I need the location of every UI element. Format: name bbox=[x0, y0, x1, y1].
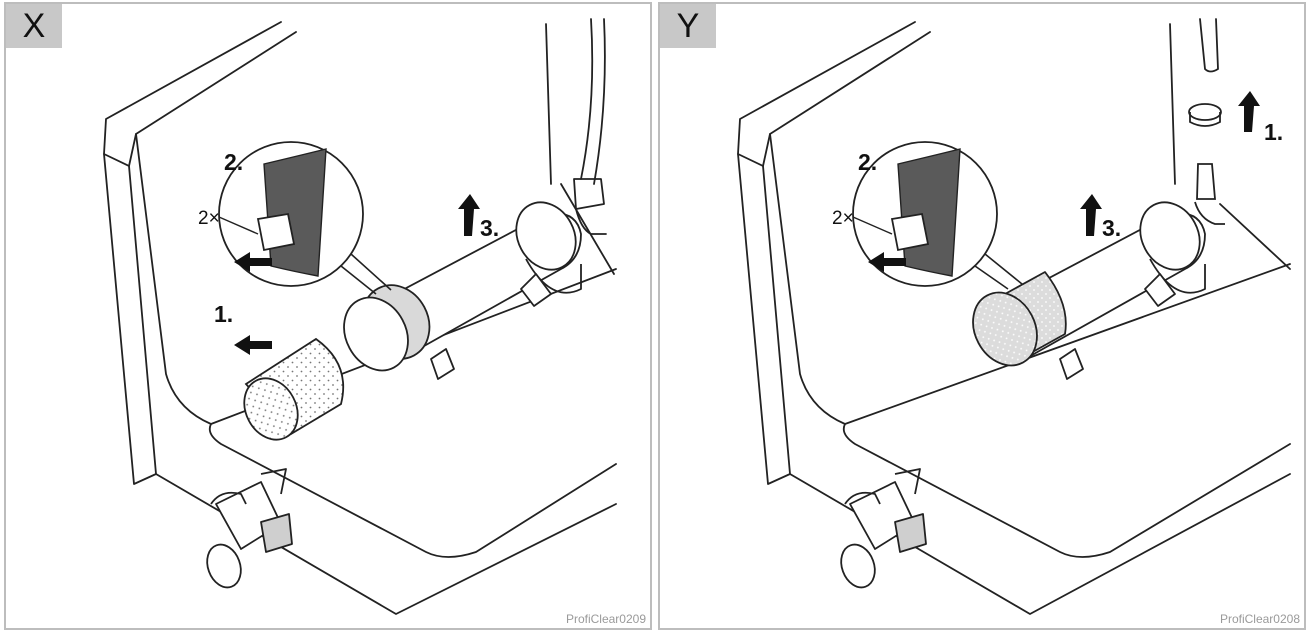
filter-removal-illustration: 2. 2× 1. 3. bbox=[103, 18, 617, 615]
tank-left-wall bbox=[737, 153, 791, 485]
drain-outlet bbox=[206, 543, 242, 589]
step-1-label: 1. bbox=[1264, 119, 1283, 145]
mounting-clamp bbox=[1149, 258, 1206, 294]
retaining-strap bbox=[897, 148, 961, 277]
tank-inner-wall bbox=[135, 133, 617, 425]
latch-clip bbox=[890, 212, 930, 252]
panel-tab-x: X bbox=[6, 4, 62, 48]
callout-pointer bbox=[974, 253, 1023, 290]
step-1-label: 1. bbox=[214, 301, 233, 327]
step-3-label: 3. bbox=[480, 215, 499, 241]
hose-clamp bbox=[1188, 103, 1222, 121]
filter-insertion-illustration: 2. 2× 3. 1. bbox=[737, 18, 1291, 615]
figure-code: ProfiClear0208 bbox=[1219, 612, 1300, 626]
filter-lid bbox=[343, 296, 409, 372]
pull-arrow-detail bbox=[234, 252, 272, 272]
hose-nipple bbox=[1196, 163, 1216, 200]
drain-outlet bbox=[840, 543, 876, 589]
housing-end-cap bbox=[515, 201, 577, 271]
tank-bottom bbox=[155, 473, 617, 615]
panel-y: 2. 2× 3. 1. Y ProfiClear0208 bbox=[658, 2, 1306, 630]
multiplier-label: 2× bbox=[198, 208, 220, 229]
tank-floor-edge bbox=[208, 423, 617, 558]
hose bbox=[580, 18, 606, 185]
step-2-label: 2. bbox=[858, 149, 877, 175]
panel-x: 2. 2× 1. 3. X ProfiClear0209 bbox=[4, 2, 652, 630]
step-2-label: 2. bbox=[224, 149, 243, 175]
step-3-label: 3. bbox=[1102, 215, 1121, 241]
tank-floor-edge bbox=[842, 423, 1291, 558]
tank-left-wall bbox=[103, 153, 157, 485]
latch-clip bbox=[256, 212, 296, 252]
push-arrow-detail bbox=[868, 252, 906, 272]
multiplier-label: 2× bbox=[832, 208, 854, 229]
pull-arrow-filter bbox=[234, 335, 272, 355]
figure-code: ProfiClear0209 bbox=[565, 612, 646, 626]
lift-arrow-housing bbox=[458, 194, 480, 236]
hose-end bbox=[1199, 18, 1219, 73]
retaining-strap bbox=[263, 148, 327, 277]
lift-arrow-housing bbox=[1080, 194, 1102, 236]
callout-pointer bbox=[340, 253, 392, 295]
tank-bottom bbox=[789, 473, 1291, 615]
panel-tab-y: Y bbox=[660, 4, 716, 48]
housing-end-cap bbox=[1139, 201, 1201, 271]
tank-back-edge bbox=[1169, 23, 1291, 270]
tank-rim bbox=[103, 21, 297, 167]
lift-arrow-clamp bbox=[1238, 91, 1260, 132]
tank-inner-wall bbox=[769, 133, 1291, 425]
tank-rim bbox=[737, 21, 931, 167]
tank-back-edge bbox=[545, 23, 615, 275]
mounting-clamp bbox=[525, 258, 582, 294]
